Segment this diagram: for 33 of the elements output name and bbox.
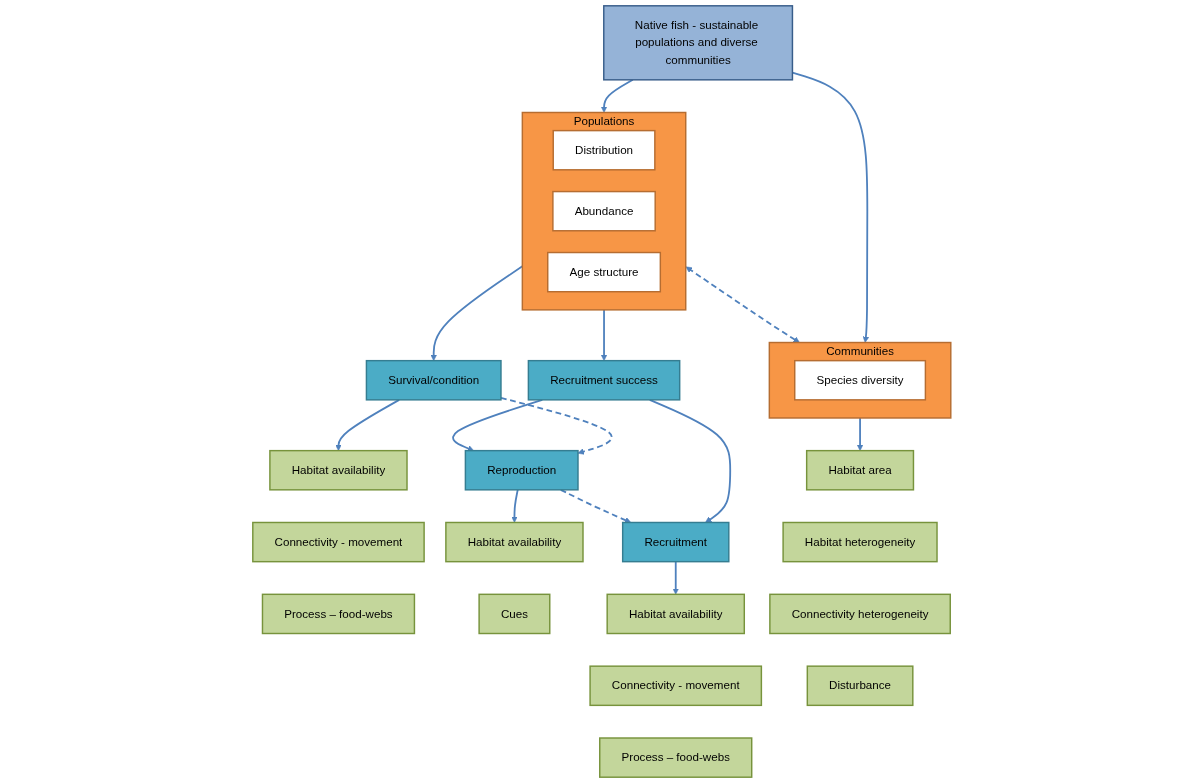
node-box: Native fish - sustainable populations and diverse communities — [602, 5, 793, 81]
node-box: Habitat availability — [268, 449, 408, 491]
node-box: Age structure — [546, 251, 661, 293]
node-box: Distribution — [552, 129, 656, 171]
arrow — [685, 266, 800, 343]
arrow — [451, 398, 543, 452]
arrow — [856, 417, 863, 451]
node-box: Connectivity - movement — [251, 521, 425, 563]
node-box: Habitat availability — [444, 521, 584, 563]
node-box: Recruitment — [621, 521, 730, 563]
node-box: Species diversity — [793, 359, 926, 401]
node-box: Connectivity heterogeneity — [768, 593, 951, 635]
arrow — [672, 560, 679, 595]
node-box: Recruitment success — [527, 359, 681, 401]
arrow — [648, 398, 731, 523]
arrow — [499, 396, 613, 455]
node-box: Habitat area — [805, 449, 914, 491]
node-box: Cues — [478, 593, 551, 635]
node-box: Disturbance — [806, 665, 914, 707]
node-box: Habitat heterogeneity — [782, 521, 938, 563]
node-box: Abundance — [551, 190, 656, 232]
node-box: Connectivity - movement — [589, 665, 762, 707]
arrow — [600, 78, 634, 113]
arrow — [510, 488, 519, 523]
node-box: Survival/condition — [365, 359, 502, 401]
arrow — [559, 488, 631, 524]
node-box: Habitat availability — [606, 593, 745, 635]
node-box: Process – food-webs — [598, 737, 753, 778]
arrow — [430, 265, 523, 361]
arrow — [600, 308, 607, 361]
arrow — [334, 398, 400, 451]
node-box: Process – food-webs — [261, 593, 415, 635]
node-box: Reproduction — [464, 449, 579, 491]
